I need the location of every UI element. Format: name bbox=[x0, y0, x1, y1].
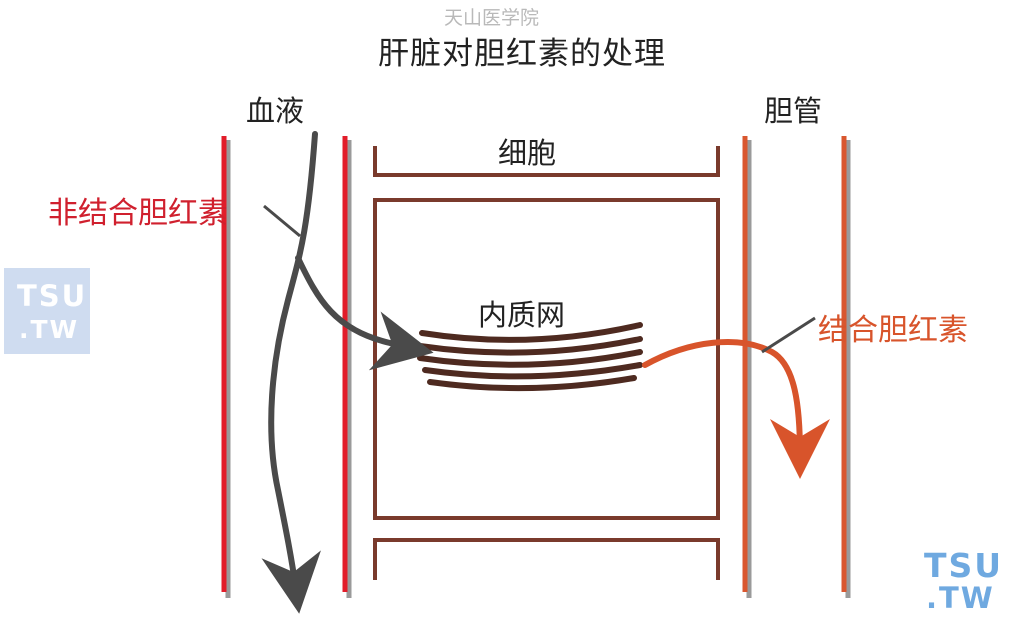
conjugated-bilirubin-label: 结合胆红素 bbox=[818, 305, 968, 349]
uptake-arrow bbox=[298, 258, 410, 348]
watermark-text: 天山医学院 bbox=[444, 3, 539, 30]
bile-duct-right-wall bbox=[844, 136, 848, 598]
unconjugated-pointer bbox=[264, 206, 300, 236]
conjugated-pointer bbox=[762, 318, 815, 352]
diagram-title: 肝脏对胆红素的处理 bbox=[378, 28, 666, 73]
logo-line1: TSU bbox=[17, 282, 87, 311]
cell-bottom-bracket bbox=[375, 540, 718, 580]
er-label: 内质网 bbox=[478, 292, 565, 334]
er-membranes bbox=[420, 325, 640, 388]
tsu-logo-right: TSU .TW bbox=[918, 546, 1013, 622]
blood-label: 血液 bbox=[246, 88, 304, 130]
bile-duct-label: 胆管 bbox=[764, 88, 822, 130]
blood-flow-arrow bbox=[271, 134, 315, 590]
cell-label: 细胞 bbox=[498, 130, 556, 172]
logo-line1: TSU bbox=[924, 549, 1003, 582]
logo-line2: .TW bbox=[19, 317, 79, 342]
tsu-logo-left: TSU .TW bbox=[4, 268, 90, 354]
excretion-arrow bbox=[645, 342, 800, 455]
unconjugated-bilirubin-label: 非结合胆红素 bbox=[48, 188, 228, 232]
blood-vessel-right-wall bbox=[345, 136, 349, 598]
bile-duct-left-wall bbox=[745, 136, 749, 598]
logo-line2: .TW bbox=[926, 584, 995, 613]
